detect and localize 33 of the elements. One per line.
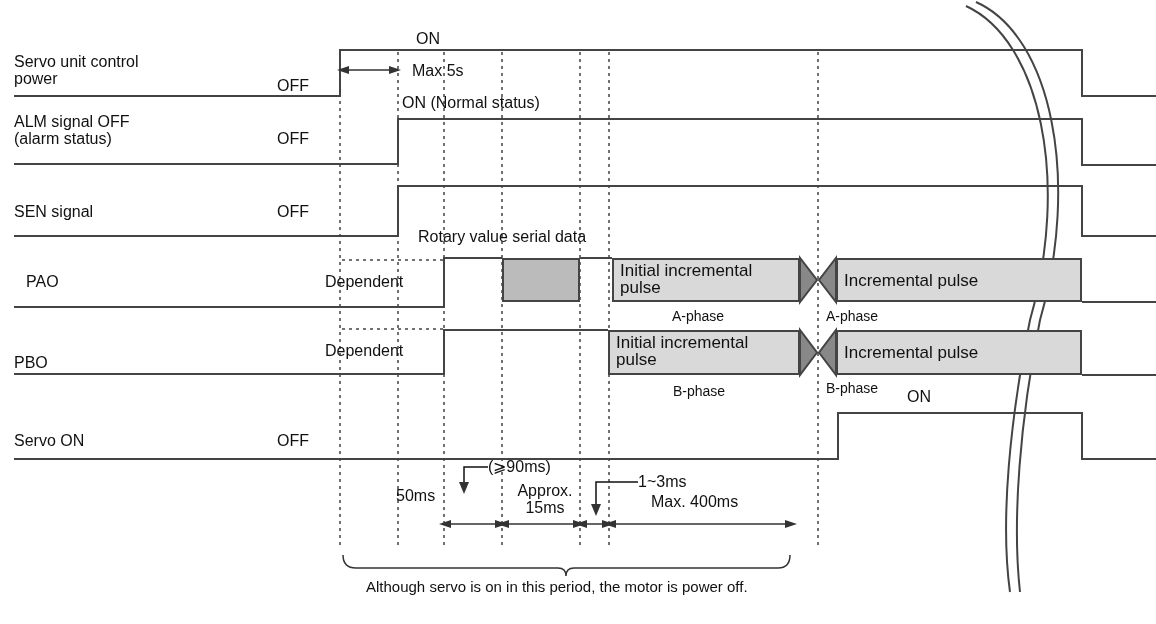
state-label: OFF	[277, 130, 309, 147]
phase-label: A-phase	[672, 308, 725, 325]
state-label: OFF	[277, 77, 309, 94]
state-label: OFF	[277, 203, 309, 220]
timing-label: Approx. 15ms	[516, 482, 574, 516]
signal-name: SEN signal	[14, 203, 94, 220]
data-box: Initial incremental pulse	[612, 258, 800, 302]
phase-label: A-phase	[826, 308, 879, 325]
data-box: Initial incremental pulse	[608, 330, 800, 375]
state-label: OFF	[277, 432, 309, 449]
timing-label: (⩾90ms)	[488, 458, 574, 476]
timing-label: Max. 400ms	[651, 493, 739, 510]
leader-line	[591, 481, 639, 516]
state-label: ON (Normal status)	[402, 94, 540, 111]
state-label: Dependent	[325, 342, 404, 359]
timing-label: 1~3ms	[638, 473, 698, 491]
timing-label: Max 5s	[412, 62, 464, 79]
signal-name: ALM signal OFF (alarm status)	[14, 113, 131, 147]
leader-line	[459, 466, 489, 494]
timing-label: 50ms	[396, 487, 436, 504]
signal-description: Rotary value serial data	[418, 228, 587, 245]
state-label: ON	[907, 388, 931, 405]
state-label: Dependent	[325, 273, 404, 290]
signal-name: Servo ON	[14, 432, 85, 449]
signal-name: PAO	[26, 273, 59, 290]
data-box	[502, 258, 580, 302]
state-label: ON	[416, 30, 440, 47]
signal-name: Servo unit control power	[14, 53, 140, 87]
phase-label: B-phase	[826, 380, 879, 397]
signal-name: PBO	[14, 354, 48, 371]
data-box: Incremental pulse	[836, 258, 1082, 302]
data-box: Incremental pulse	[836, 330, 1082, 375]
note: Although servo is on in this period, the motor is power off.	[366, 578, 749, 595]
